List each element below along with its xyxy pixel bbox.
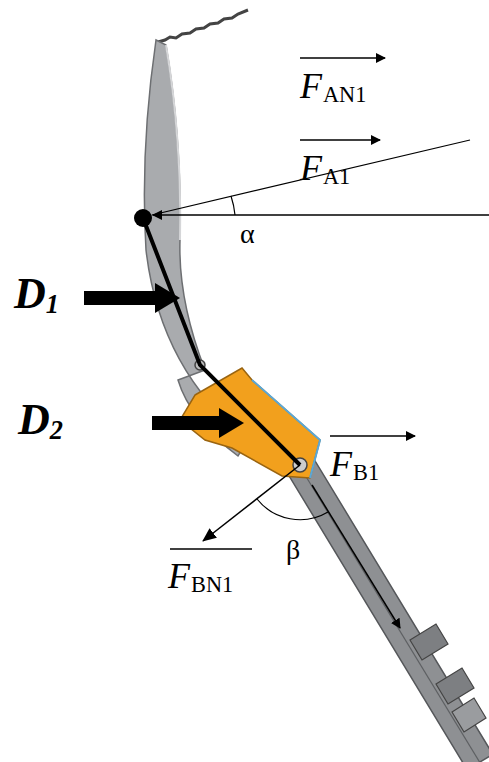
load-label: D1 xyxy=(14,272,59,316)
force-bn-line xyxy=(203,465,300,541)
load-arrow-head xyxy=(155,283,180,313)
angle-label: α xyxy=(240,220,255,248)
force-label: FAN1 xyxy=(300,68,366,104)
linkage-line xyxy=(143,218,300,465)
force-a-line xyxy=(153,214,489,216)
rod-nut xyxy=(410,624,448,660)
cylinder-rod xyxy=(287,457,489,762)
rod-nut xyxy=(452,698,486,732)
force-an-line xyxy=(152,140,470,215)
blade-top xyxy=(158,10,248,42)
load-arrow xyxy=(84,291,158,305)
point-a xyxy=(134,209,152,227)
rod-nut xyxy=(436,668,474,704)
vector-bar xyxy=(170,548,252,550)
rod-centre xyxy=(302,470,482,762)
force-label: FB1 xyxy=(330,446,379,482)
vector-bar xyxy=(300,57,385,59)
angle-arc xyxy=(231,196,235,215)
vector-bar xyxy=(300,139,380,141)
load-label: D2 xyxy=(18,398,63,442)
rod-force-line xyxy=(312,485,400,628)
force-label: FBN1 xyxy=(168,558,233,594)
load-arrow-head xyxy=(219,408,244,438)
load-arrow xyxy=(152,416,222,430)
force-label: FA1 xyxy=(300,150,350,186)
angle-label: β xyxy=(286,536,300,564)
vector-bar xyxy=(330,435,415,437)
angle-arc xyxy=(257,499,328,520)
